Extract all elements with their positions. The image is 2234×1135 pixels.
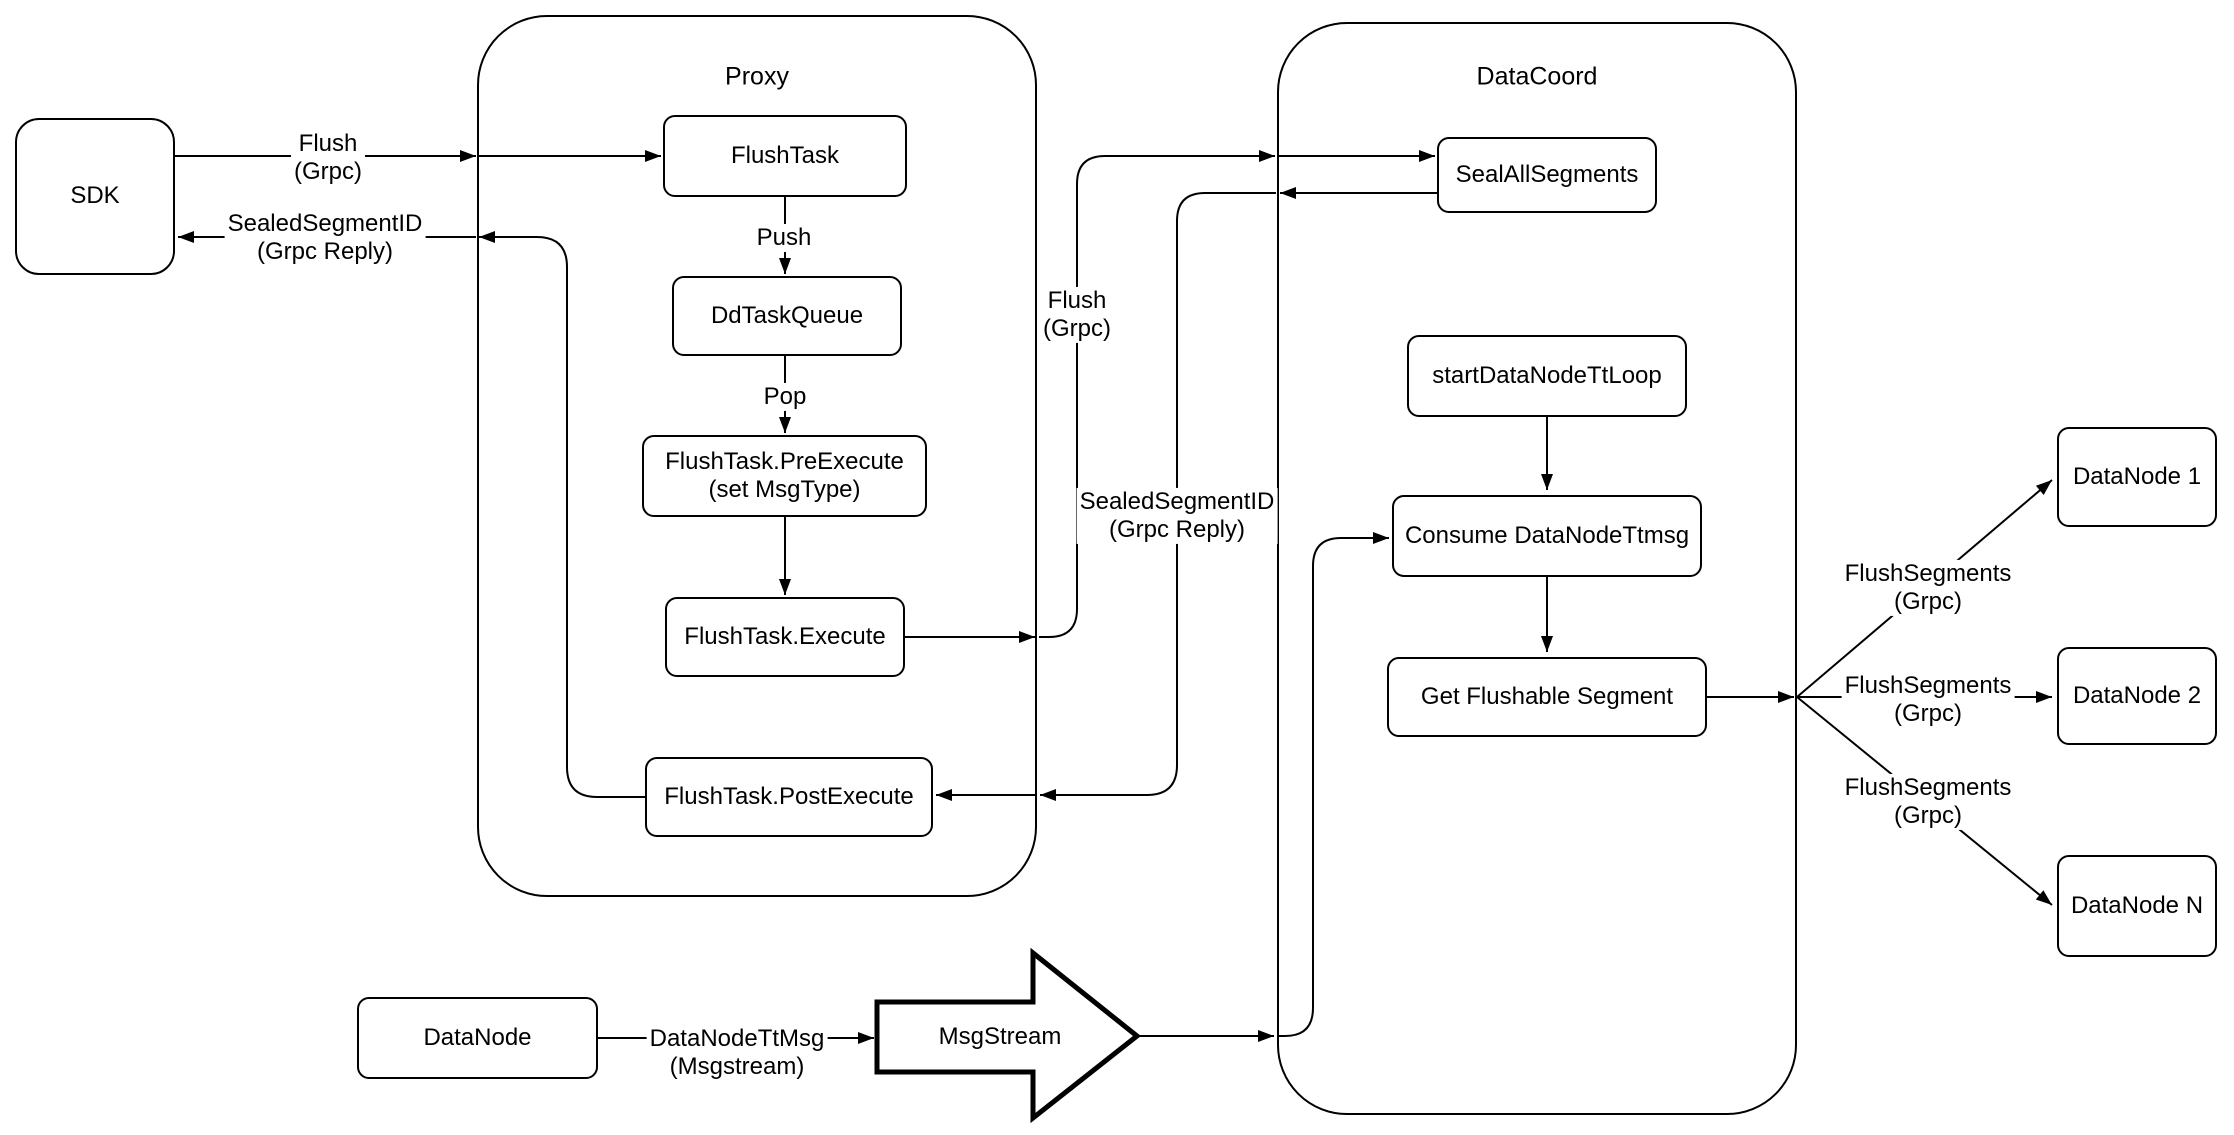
node-consume-label: Consume DataNodeTtmsg xyxy=(1404,521,1690,549)
node-datanode-1: DataNode 1 xyxy=(2057,427,2217,527)
edge-label-flushsegments-1-line2: (Grpc) xyxy=(1894,588,1962,615)
edge-label-flush-datacoord-line1: Flush xyxy=(1047,286,1107,314)
node-flushtask: FlushTask xyxy=(663,115,907,197)
edge-label-flushsegments-3: FlushSegments (Grpc) xyxy=(1841,773,2015,831)
edge-label-flushsegments-2-line2: (Grpc) xyxy=(1894,700,1962,727)
node-sdk-label: SDK xyxy=(70,182,120,210)
edge-label-flushsegments-1-line1: FlushSegments xyxy=(1844,559,2012,587)
proxy-container xyxy=(477,15,1037,897)
edge-label-flushsegments-3-line1: FlushSegments xyxy=(1844,773,2012,801)
msgstream-label: MsgStream xyxy=(938,1023,1062,1050)
node-sdk: SDK xyxy=(15,118,175,275)
edge-label-sealedsegmentid-proxy: SealedSegmentID (Grpc Reply) xyxy=(1076,487,1278,545)
edge-label-push: Push xyxy=(753,223,815,253)
datacoord-container xyxy=(1277,22,1797,1115)
edge-label-flush-sdk-line2: (Grpc) xyxy=(294,158,362,185)
edge-label-push-line1: Push xyxy=(756,223,812,251)
edge-label-sealedsegmentid-sdk-line1: SealedSegmentID xyxy=(227,209,423,237)
node-execute-label: FlushTask.Execute xyxy=(684,622,886,650)
edge-label-datanodettmsg-line2: (Msgstream) xyxy=(669,1053,805,1080)
node-datanode-source-label: DataNode xyxy=(423,1023,532,1051)
node-ddtaskqueue: DdTaskQueue xyxy=(672,276,902,356)
edge-label-pop: Pop xyxy=(760,382,810,412)
node-startdatanodettloop-label: startDataNodeTtLoop xyxy=(1432,361,1662,389)
node-sealallsegments-label: SealAllSegments xyxy=(1455,160,1639,188)
edge-label-flushsegments-2-line1: FlushSegments xyxy=(1844,671,2012,699)
node-preexecute-label: FlushTask.PreExecute xyxy=(665,447,904,475)
edge-label-flush-sdk: Flush (Grpc) xyxy=(291,129,365,187)
node-startdatanodettloop: startDataNodeTtLoop xyxy=(1407,335,1687,417)
node-preexecute-sublabel: (set MsgType) xyxy=(708,476,861,503)
node-flushtask-postexecute: FlushTask.PostExecute xyxy=(645,757,933,837)
edge-label-flush-datacoord: Flush (Grpc) xyxy=(1040,286,1114,344)
edge-label-flush-datacoord-line2: (Grpc) xyxy=(1043,315,1111,342)
proxy-container-title: Proxy xyxy=(725,62,789,91)
node-sealallsegments: SealAllSegments xyxy=(1437,137,1657,213)
node-postexecute-label: FlushTask.PostExecute xyxy=(664,782,914,810)
edge-label-flush-sdk-line1: Flush xyxy=(298,129,358,157)
edge-label-flushsegments-3-line2: (Grpc) xyxy=(1894,802,1962,829)
node-get-flushable-segment: Get Flushable Segment xyxy=(1387,657,1707,737)
edge-datacoord-to-consume xyxy=(1278,532,1389,1037)
node-consume-datanodettmsg: Consume DataNodeTtmsg xyxy=(1392,495,1702,577)
edge-label-sealedsegmentid-proxy-line1: SealedSegmentID xyxy=(1079,487,1275,515)
edge-label-sealedsegmentid-proxy-line2: (Grpc Reply) xyxy=(1108,516,1246,543)
node-getflushable-label: Get Flushable Segment xyxy=(1420,682,1674,710)
edge-label-pop-line1: Pop xyxy=(763,382,807,410)
edge-sealedsegmentid-postexecute-to-proxy-border xyxy=(479,231,645,798)
msgstream-block-arrow xyxy=(874,947,1142,1124)
node-flushtask-label: FlushTask xyxy=(730,141,840,169)
node-datanoden-label: DataNode N xyxy=(2070,891,2204,919)
node-flushtask-execute: FlushTask.Execute xyxy=(665,597,905,677)
edge-label-datanodettmsg-line1: DataNodeTtMsg xyxy=(649,1024,825,1052)
node-flushtask-preexecute: FlushTask.PreExecute (set MsgType) xyxy=(642,435,927,517)
node-datanode2-label: DataNode 2 xyxy=(2072,681,2202,709)
edge-label-flushsegments-1: FlushSegments (Grpc) xyxy=(1841,559,2015,617)
edge-label-flushsegments-2: FlushSegments (Grpc) xyxy=(1841,671,2015,729)
datacoord-container-title: DataCoord xyxy=(1476,62,1598,91)
edge-label-datanodettmsg: DataNodeTtMsg (Msgstream) xyxy=(646,1024,828,1082)
node-datanode-n: DataNode N xyxy=(2057,855,2217,957)
node-datanode-2: DataNode 2 xyxy=(2057,647,2217,745)
edge-label-sealedsegmentid-sdk-line2: (Grpc Reply) xyxy=(256,238,394,265)
edge-flush-proxy-to-datacoord xyxy=(1039,150,1275,638)
node-ddtaskqueue-label: DdTaskQueue xyxy=(710,301,864,329)
node-datanode-source: DataNode xyxy=(357,997,598,1079)
edge-label-sealedsegmentid-sdk: SealedSegmentID (Grpc Reply) xyxy=(224,209,426,267)
node-datanode1-label: DataNode 1 xyxy=(2072,462,2202,490)
